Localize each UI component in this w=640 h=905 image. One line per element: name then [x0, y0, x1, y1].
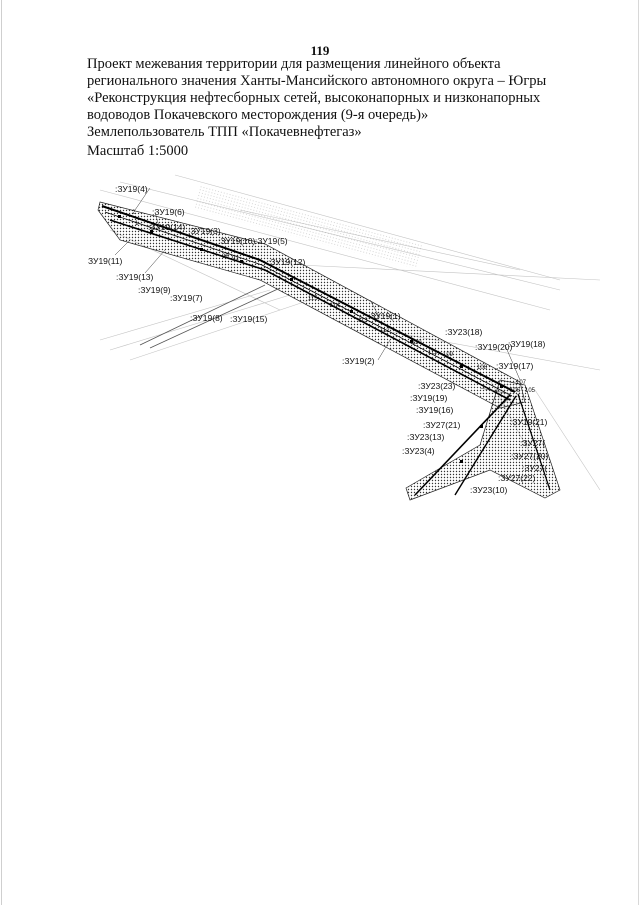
- pipeline-lines: [101, 205, 551, 496]
- point-number: 106: [510, 388, 521, 394]
- page-edge-left: [1, 0, 2, 905]
- parcel-label: :ЗУ23(10): [470, 485, 508, 495]
- parcel-label: :ЗУ27(21): [423, 420, 461, 430]
- parcel-labels: [114, 187, 521, 411]
- point-number: 110: [412, 340, 422, 346]
- cadastral-map: :ЗУ19(4) :ЗУ19(6) :ЗУ19(14) :ЗУ19(3) :ЗУ…: [80, 170, 640, 510]
- parcel-label: ЗУ19(11): [88, 256, 123, 266]
- parcel-label: :ЗУ19(2): [342, 356, 375, 366]
- parcel-label: :ЗУ19(17): [496, 361, 534, 371]
- document-title: Проект межевания территории для размещен…: [87, 56, 557, 124]
- map-scale: Масштаб 1:5000: [87, 143, 189, 159]
- point-number: 114: [330, 303, 340, 309]
- parcel-label-texts: :ЗУ19(4) :ЗУ19(6) :ЗУ19(14) :ЗУ19(3) :ЗУ…: [88, 184, 549, 495]
- parcel-label: :ЗУ19(18): [508, 339, 546, 349]
- parcel-label: :ЗУ23(18): [445, 327, 483, 337]
- parcel-label: :ЗУ19(4): [115, 184, 148, 194]
- title-line-2: регионального значения Ханты-Мансийского…: [87, 73, 547, 89]
- parcel-label: :ЗУ19(6): [152, 207, 185, 217]
- point-number: 108: [477, 365, 488, 371]
- parcel-label: :ЗУ19(10): [218, 236, 256, 246]
- parcel-label: :ЗУ19(7): [170, 293, 203, 303]
- parcel-label: :ЗУ19(21): [510, 417, 548, 427]
- boundary-markers: [118, 215, 503, 463]
- parcel-label: :ЗУ27(: [520, 438, 545, 448]
- parcel-label: :ЗУ19(16): [416, 405, 454, 415]
- point-number: 105: [525, 388, 536, 394]
- parcel-label: :ЗУ19(14): [148, 222, 186, 232]
- point-number: 115: [308, 296, 318, 302]
- parcel-label: :ЗУ19(3): [188, 226, 221, 236]
- page-number: 119: [310, 43, 330, 58]
- title-line-1: Проект межевания территории для размещен…: [87, 56, 501, 72]
- parcel-label: :ЗУ19(13): [116, 272, 154, 282]
- parcel-label: :ЗУ19(8): [190, 313, 223, 323]
- parcel-label: :ЗУ19(12): [268, 257, 306, 267]
- parcel-label: :ЗУ23(23): [418, 381, 456, 391]
- point-number: 112: [380, 328, 390, 334]
- parcel-label: :ЗУ27(22): [498, 473, 536, 483]
- point-number: 107: [516, 380, 527, 386]
- parcel-label: :ЗУ27(20): [511, 451, 549, 461]
- parcel-label: :ЗУ23(13): [407, 432, 445, 442]
- parcel-label: :ЗУ19(9): [138, 285, 171, 295]
- page-edge-right: [638, 0, 639, 905]
- parcel-label: :ЗУ19(15): [230, 314, 268, 324]
- land-user: Землепользователь ТПП «Покачевнефтегаз»: [87, 124, 362, 140]
- pipeline-corridor-south: [405, 379, 561, 501]
- parcel-label: :ЗУ27(: [522, 463, 547, 473]
- point-number: 1: [135, 221, 139, 227]
- point-number: 98: [222, 254, 229, 260]
- point-number: 91: [232, 256, 239, 262]
- parcel-label: :ЗУ19(5): [255, 236, 288, 246]
- parcel-label: :ЗУ23(4): [402, 446, 435, 456]
- parcel-label: :ЗУ19(1): [368, 311, 401, 321]
- point-numbers: 2 1 98 91 115 114 113 112 110 111 109 10…: [132, 210, 536, 394]
- title-line-3: «Реконструкция нефтесборных сетей, высок…: [87, 90, 541, 106]
- point-number: 113: [358, 318, 368, 324]
- point-number: 109: [443, 352, 454, 358]
- point-number: 111: [428, 350, 438, 356]
- parcel-label: :ЗУ19(19): [410, 393, 448, 403]
- title-line-4: водоводов Покачевского месторождения (9-…: [87, 107, 429, 123]
- light-hatched-zone: [193, 185, 423, 269]
- point-number: 2: [132, 210, 136, 216]
- parcel-label: :ЗУ19(20): [475, 342, 513, 352]
